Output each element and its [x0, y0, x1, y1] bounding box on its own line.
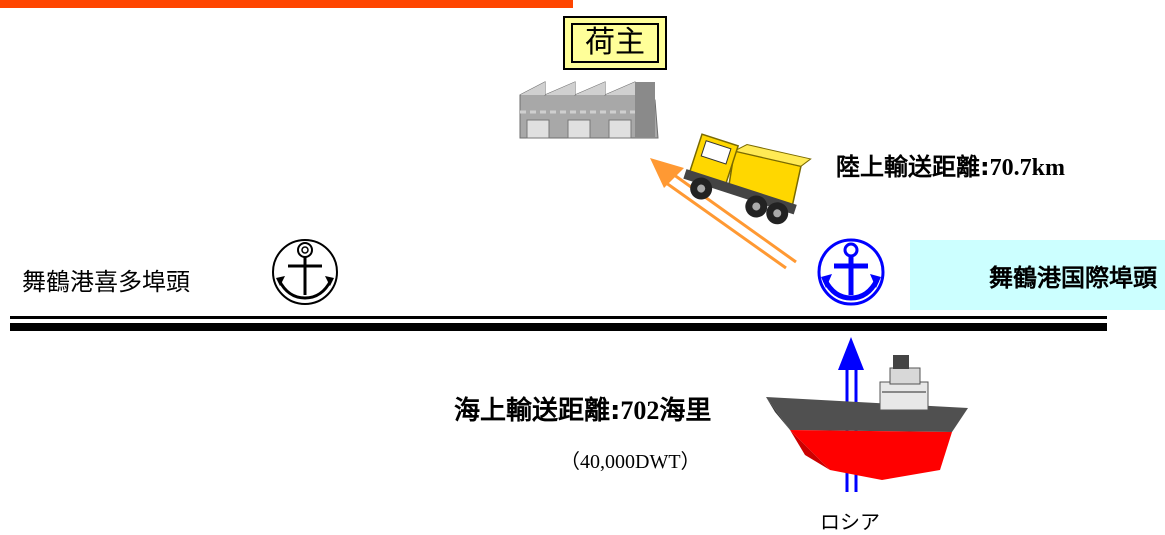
sea-distance-separator: :: [610, 396, 621, 426]
factory-icon: [519, 81, 659, 139]
international-pier-label: 舞鶴港国際埠頭: [989, 263, 1157, 292]
sea-distance-title: 海上輸送距離: [454, 396, 611, 426]
anchor-outline-icon: [272, 239, 338, 305]
coastline: [10, 316, 1107, 331]
international-pier-box: 舞鶴港国際埠頭: [910, 240, 1165, 310]
land-distance-title: 陸上輸送距離: [836, 153, 980, 181]
land-distance-separator: :: [980, 153, 990, 181]
origin-label: ロシア: [820, 510, 880, 534]
dump-truck-icon: [683, 133, 812, 225]
shipper-box: 荷主: [563, 16, 667, 70]
sea-distance-label: 海上輸送距離:702海里: [454, 390, 711, 427]
kita-pier-label: 舞鶴港喜多埠頭: [22, 268, 190, 296]
sea-distance-value: 702海里: [620, 396, 712, 425]
shipper-label: 荷主: [571, 23, 659, 63]
anchor-blue-icon: [817, 238, 885, 306]
land-distance-label: 陸上輸送距離:70.7km: [836, 147, 1065, 182]
vessel-capacity-label: （40,000DWT）: [560, 451, 701, 473]
top-accent-bar: [0, 0, 573, 8]
land-distance-value: 70.7km: [989, 155, 1065, 181]
ship-icon: [766, 355, 968, 480]
